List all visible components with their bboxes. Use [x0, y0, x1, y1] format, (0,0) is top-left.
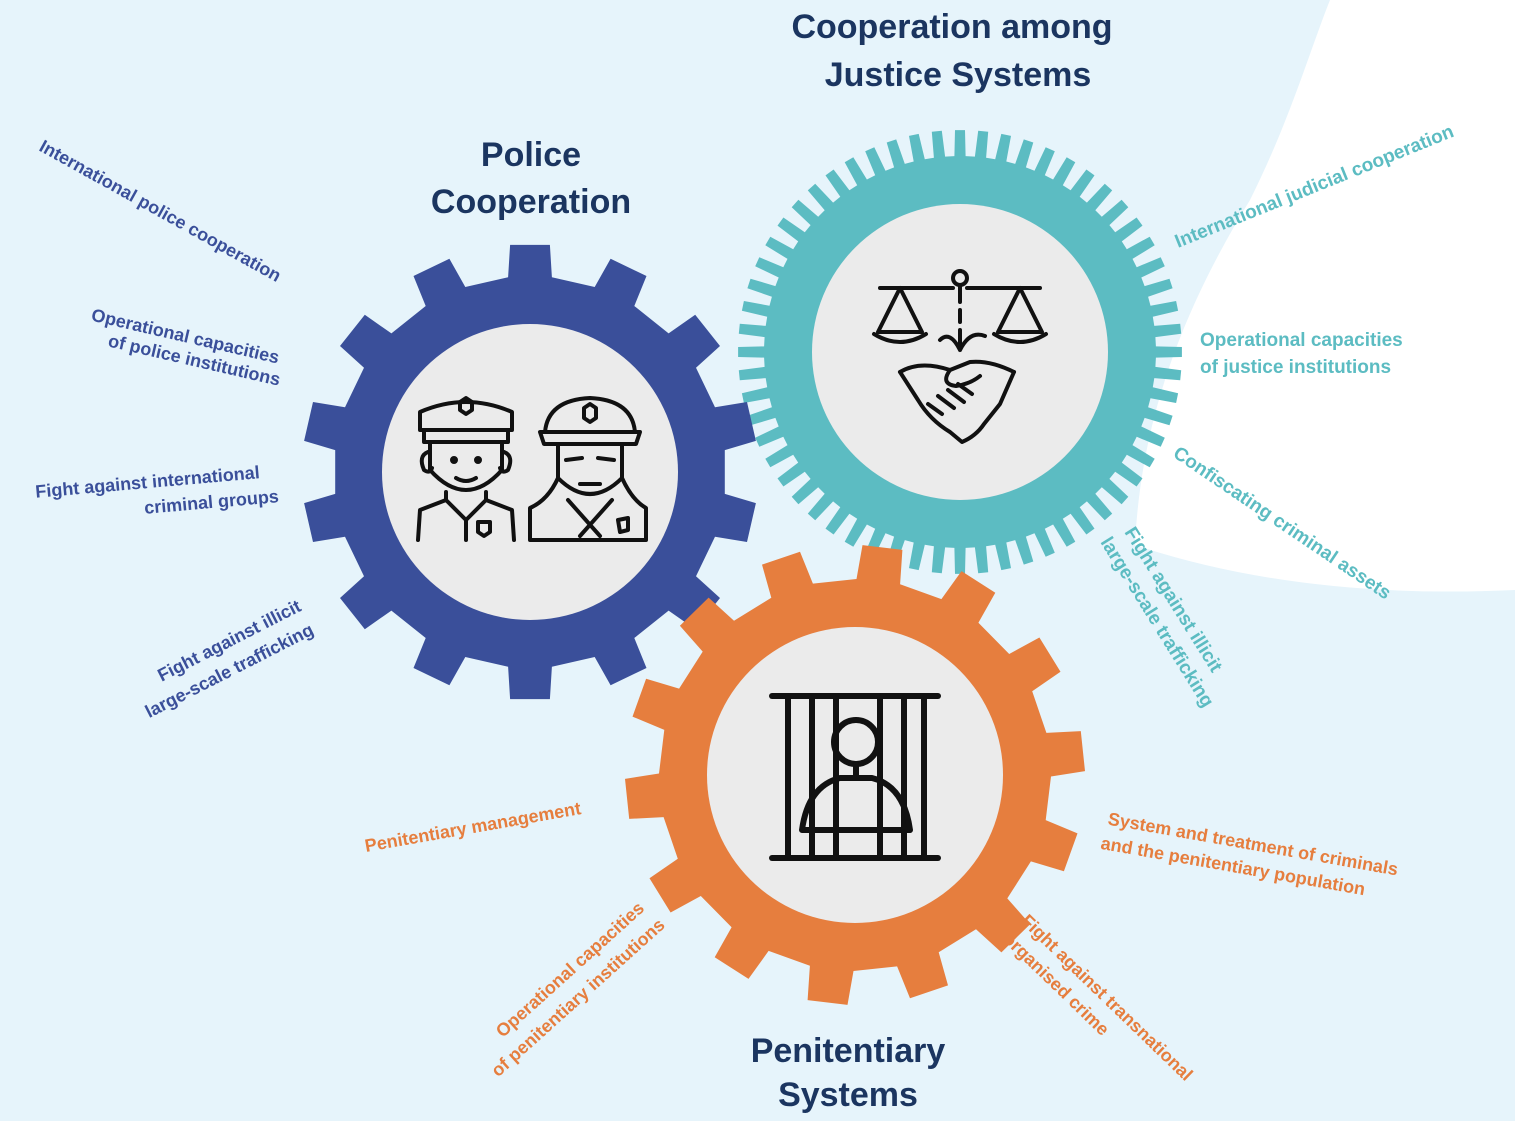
- scales-handshake-icon: [872, 269, 1048, 444]
- label-justice-capacities-2: of justice institutions: [1200, 357, 1391, 378]
- label-penitentiary-management: Penitentiary management: [363, 798, 582, 856]
- police-title-line1: Police: [481, 136, 581, 174]
- justice-title-line2: Justice Systems: [825, 56, 1092, 94]
- penitentiary-title-line2: Systems: [778, 1076, 918, 1114]
- penitentiary-title-line1: Penitentiary: [751, 1032, 946, 1070]
- label-transnational-1: Fight against transnational: [1017, 910, 1196, 1084]
- police-officers-icon: [416, 396, 648, 542]
- label-police-groups-2: criminal groups: [143, 486, 279, 518]
- label-justice-capacities-1: Operational capacities: [1200, 330, 1403, 351]
- justice-title-line1: Cooperation among: [791, 8, 1112, 46]
- justice-inner-circle: [812, 204, 1108, 500]
- prisoner-behind-bars-icon: [769, 693, 941, 861]
- label-pen-capacities-2: of penitentiary institutions: [487, 914, 668, 1080]
- label-international-police-cooperation: International police cooperation: [36, 136, 285, 286]
- police-title-line2: Cooperation: [431, 183, 631, 221]
- white-backdrop: [1135, 0, 1515, 592]
- label-pen-capacities-1: Operational capacities: [492, 898, 648, 1041]
